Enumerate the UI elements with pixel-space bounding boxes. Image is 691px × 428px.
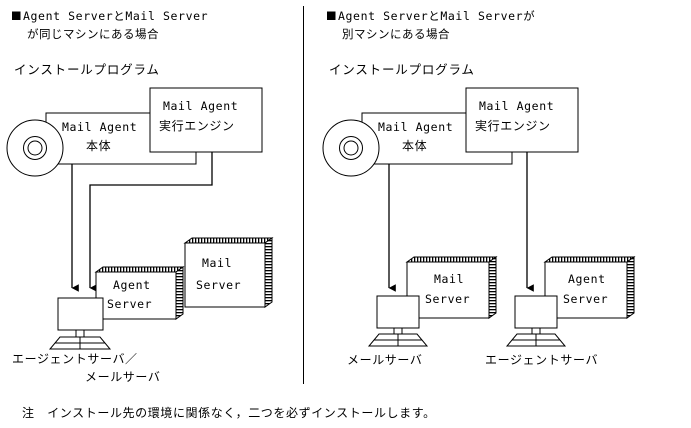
install-program-label: インストールプログラム — [14, 62, 160, 77]
mail-agent-engine-label-line2-right: 実行エンジン — [475, 118, 551, 133]
installation-media-disc-icon-right — [322, 119, 380, 177]
combined-machine-label-line2: メールサーバ — [85, 370, 160, 384]
mail-server-computer-icon — [367, 295, 429, 347]
mail-agent-main-label-line1: Mail Agent — [62, 120, 137, 134]
agent-server-machine-label: エージェントサーバ — [485, 353, 598, 367]
agent-server-label-line1-right: Agent — [568, 272, 606, 286]
mail-server-machine-label: メールサーバ — [347, 353, 422, 367]
combined-machine-computer-icon — [48, 297, 112, 350]
mail-server-label-line2-right: Server — [425, 292, 470, 306]
installation-media-disc-icon — [6, 119, 64, 177]
panel-heading-line2: が同じマシンにある場合 — [27, 27, 159, 41]
panel-heading-line1: Agent ServerとMail Server — [23, 9, 208, 23]
mail-agent-main-label-line2: 本体 — [86, 139, 111, 153]
agent-server-computer-icon — [505, 295, 567, 347]
figure-footnote: 注 インストール先の環境に関係なく，二つを必ずインストールします。 — [22, 405, 436, 420]
mail-agent-engine-box — [149, 87, 263, 153]
mail-agent-engine-label-line2: 実行エンジン — [159, 118, 235, 133]
panel-heading-line1-right: Agent ServerとMail Serverが — [338, 9, 535, 23]
combined-machine-label-line1: エージェントサーバ／ — [12, 352, 138, 366]
mail-server-box-right: Mail Server — [405, 256, 498, 319]
panel-same-machine: Agent ServerとMail Server が同じマシンにある場合 インス… — [6, 9, 274, 384]
connector-engine-to-machine — [89, 152, 213, 292]
mail-server-label-line1-right: Mail — [434, 272, 464, 286]
panel-heading-line2-right: 別マシンにある場合 — [342, 27, 450, 41]
bullet-marker-icon-right — [327, 11, 336, 20]
mail-agent-engine-label-line1: Mail Agent — [163, 99, 238, 113]
agent-server-label-line2-right: Server — [563, 292, 608, 306]
mail-server-label-line1: Mail — [202, 256, 232, 270]
panel-separate-machines: Agent ServerとMail Serverが 別マシンにある場合 インスト… — [322, 9, 636, 367]
bullet-marker-icon — [12, 11, 21, 20]
mail-agent-main-label-line1-right: Mail Agent — [378, 120, 453, 134]
mail-agent-engine-box-right — [465, 87, 579, 153]
agent-server-box: Agent Server — [94, 266, 185, 320]
agent-server-label-line2: Server — [107, 297, 152, 311]
install-program-label-right: インストールプログラム — [329, 62, 475, 77]
agent-server-label-line1: Agent — [113, 278, 151, 292]
mail-agent-main-label-line2-right: 本体 — [402, 139, 427, 153]
mail-agent-engine-label-line1-right: Mail Agent — [479, 99, 554, 113]
mail-server-label-line2: Server — [196, 278, 241, 292]
mail-server-box: Mail Server — [183, 237, 274, 308]
agent-server-box-right: Agent Server — [543, 256, 636, 319]
